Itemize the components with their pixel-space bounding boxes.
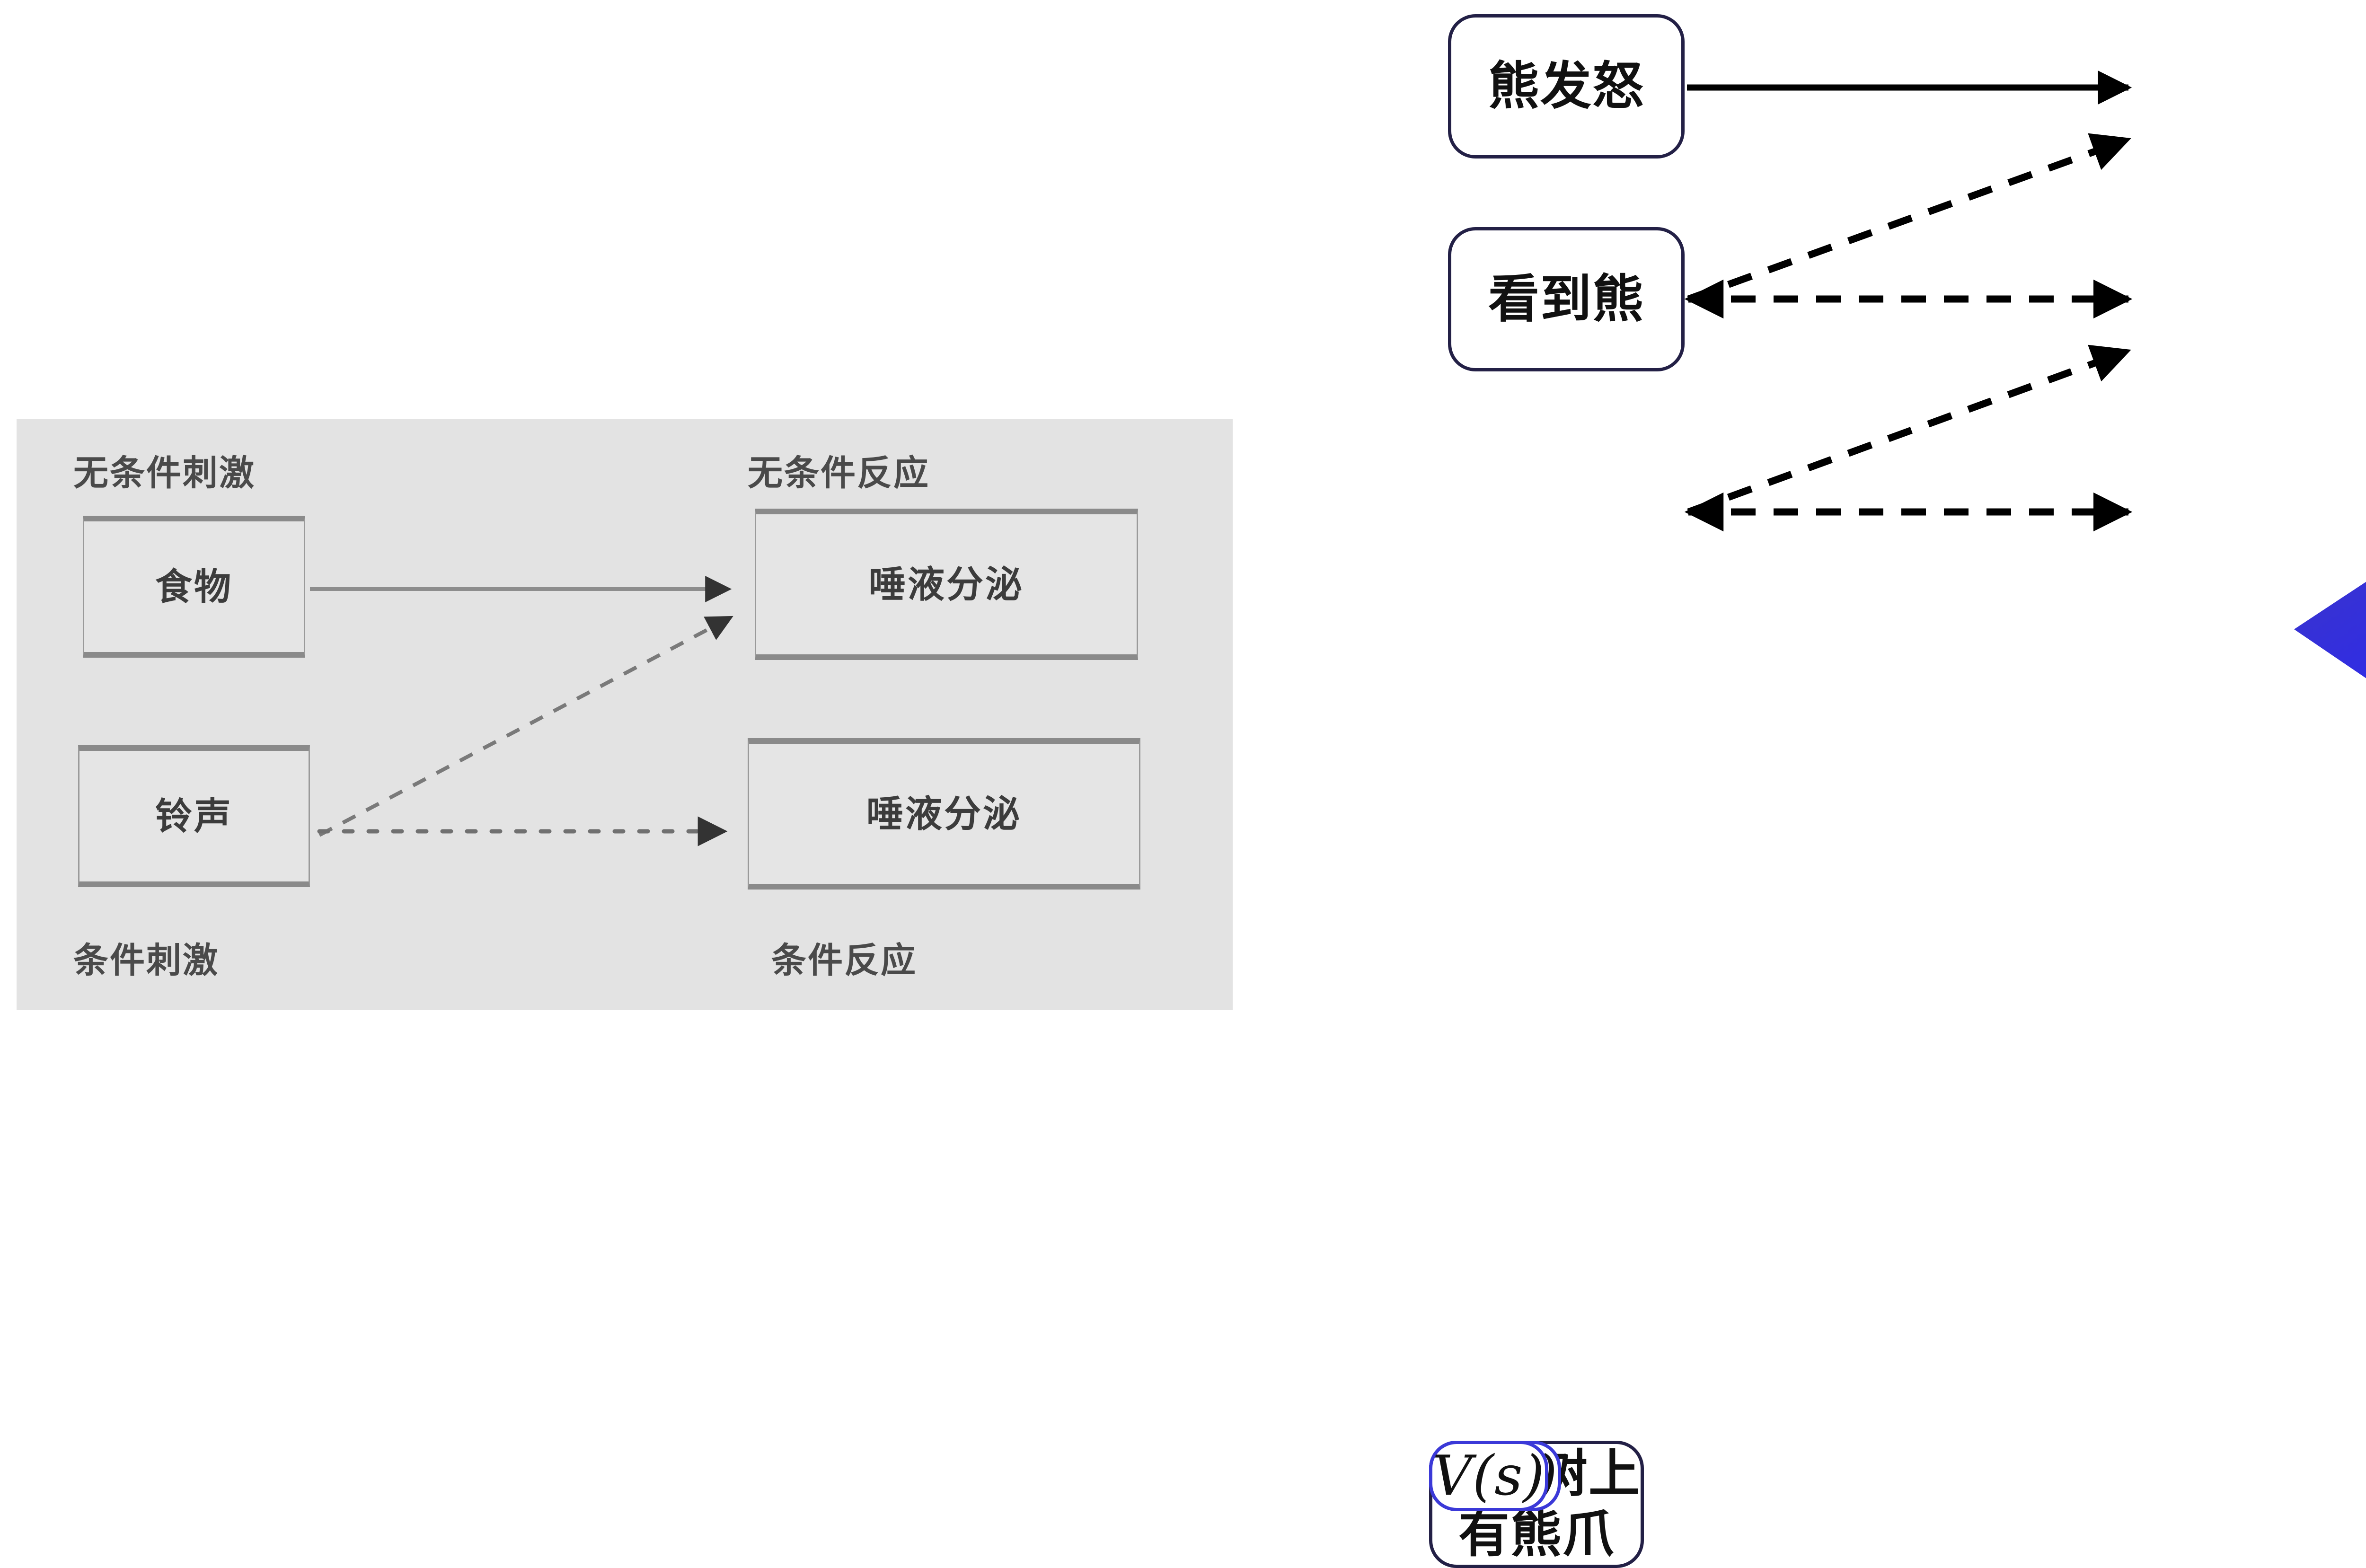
edge-see-bear-to-reward bbox=[1687, 133, 2131, 303]
pavlov-box-salivation-unconditioned-label: 唾液分泌 bbox=[868, 564, 1024, 606]
pavlov-arrows bbox=[310, 576, 733, 846]
pavlov-box-bell-label: 铃声 bbox=[155, 795, 233, 838]
pavlov-box-food-label: 食物 bbox=[155, 566, 233, 608]
pavlov-box-bell: 铃声 bbox=[78, 745, 310, 887]
edge-claw-marks-to-v-s-prime bbox=[1687, 344, 2131, 516]
node-v-s[interactable]: V(s) bbox=[1429, 1441, 1548, 1511]
node-see-bear[interactable]: 看到熊 bbox=[1448, 227, 1685, 371]
node-v-s-label: V(s) bbox=[1432, 1444, 1545, 1508]
pavlov-box-food: 食物 bbox=[83, 516, 305, 658]
node-see-bear-label: 看到熊 bbox=[1488, 269, 1644, 329]
label-conditioned-stimulus: 条件刺激 bbox=[73, 940, 219, 981]
update-loop-arrow bbox=[2294, 581, 2366, 678]
node-bear-angry-label: 熊发怒 bbox=[1488, 56, 1644, 116]
pavlov-box-salivation-conditioned: 唾液分泌 bbox=[748, 738, 1140, 890]
label-unconditioned-stimulus: 无条件刺激 bbox=[73, 453, 256, 493]
label-unconditioned-response: 无条件反应 bbox=[748, 453, 930, 493]
pavlov-conditioning-panel: 无条件刺激 无条件反应 条件刺激 条件反应 食物 唾液分泌 铃声 唾液分泌 bbox=[17, 419, 1233, 1010]
rl-arrows-and-loop bbox=[1684, 70, 2366, 678]
pavlov-box-salivation-unconditioned: 唾液分泌 bbox=[755, 509, 1138, 660]
arrow-bell-to-salivation-diagonal bbox=[318, 616, 733, 837]
rl-value-diagram: 熊发怒 看到熊 看到树上 有熊爪 奖励 V(s′) V(s) bbox=[1429, 0, 2366, 1568]
label-conditioned-response: 条件反应 bbox=[771, 940, 917, 981]
pavlov-box-salivation-conditioned-label: 唾液分泌 bbox=[866, 793, 1022, 836]
node-bear-angry[interactable]: 熊发怒 bbox=[1448, 14, 1685, 159]
